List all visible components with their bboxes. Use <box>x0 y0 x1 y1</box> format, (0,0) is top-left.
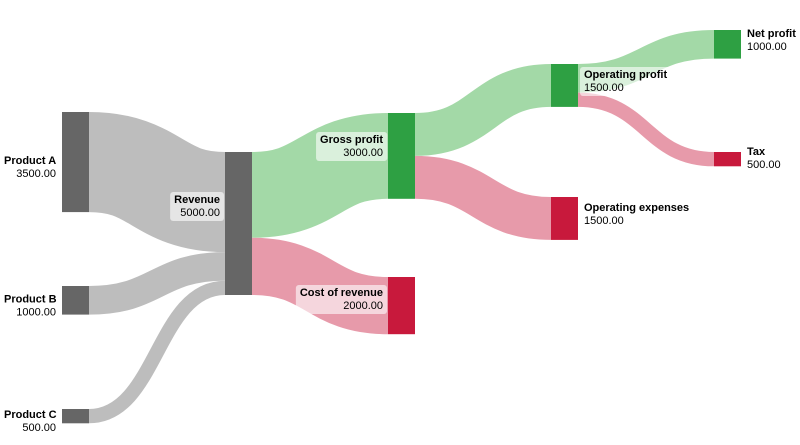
node-operating-profit <box>551 64 578 107</box>
label-bg-cost-of-revenue <box>295 285 387 314</box>
node-operating-expenses <box>551 197 578 240</box>
label-name-net-profit: Net profit <box>747 28 796 40</box>
label-name-tax: Tax <box>747 146 766 158</box>
label-name-product-a: Product A <box>4 155 56 167</box>
link-revenue-to-gross-profit <box>250 113 390 238</box>
label-name-product-c: Product C <box>4 409 57 421</box>
label-value-operating-expenses: 1500.00 <box>584 215 624 227</box>
node-cost-of-revenue <box>388 277 415 335</box>
label-value-product-b: 1000.00 <box>16 306 56 318</box>
node-revenue <box>225 152 252 295</box>
node-product-b <box>62 286 89 315</box>
label-name-cost-of-revenue: Cost of revenue <box>300 287 383 299</box>
label-bg-operating-profit <box>580 67 672 96</box>
nodes-layer <box>62 30 741 424</box>
link-gross-profit-to-operating-expenses <box>414 155 552 240</box>
node-gross-profit <box>388 113 415 199</box>
link-product-b-to-revenue <box>88 252 226 315</box>
label-value-operating-profit: 1500.00 <box>584 82 624 94</box>
label-value-cost-of-revenue: 2000.00 <box>343 300 383 312</box>
label-value-revenue: 5000.00 <box>180 207 220 219</box>
label-value-gross-profit: 3000.00 <box>343 147 383 159</box>
label-value-product-a: 3500.00 <box>16 168 56 180</box>
node-product-c <box>62 409 89 424</box>
label-name-operating-expenses: Operating expenses <box>584 202 689 214</box>
node-net-profit <box>714 30 741 59</box>
label-value-tax: 500.00 <box>747 159 781 171</box>
label-name-operating-profit: Operating profit <box>584 69 667 81</box>
label-name-product-b: Product B <box>4 293 57 305</box>
label-name-revenue: Revenue <box>174 194 220 206</box>
node-product-a <box>62 112 89 213</box>
label-value-net-profit: 1000.00 <box>747 41 787 53</box>
label-bg-revenue <box>170 192 224 221</box>
label-bg-gross-profit <box>316 132 388 161</box>
link-product-c-to-revenue <box>88 280 226 424</box>
node-tax <box>714 152 741 167</box>
link-operating-profit-to-tax <box>577 92 715 167</box>
link-gross-profit-to-operating-profit <box>414 64 552 156</box>
label-name-gross-profit: Gross profit <box>320 134 383 146</box>
label-value-product-c: 500.00 <box>22 422 56 434</box>
links-layer <box>87 30 715 424</box>
